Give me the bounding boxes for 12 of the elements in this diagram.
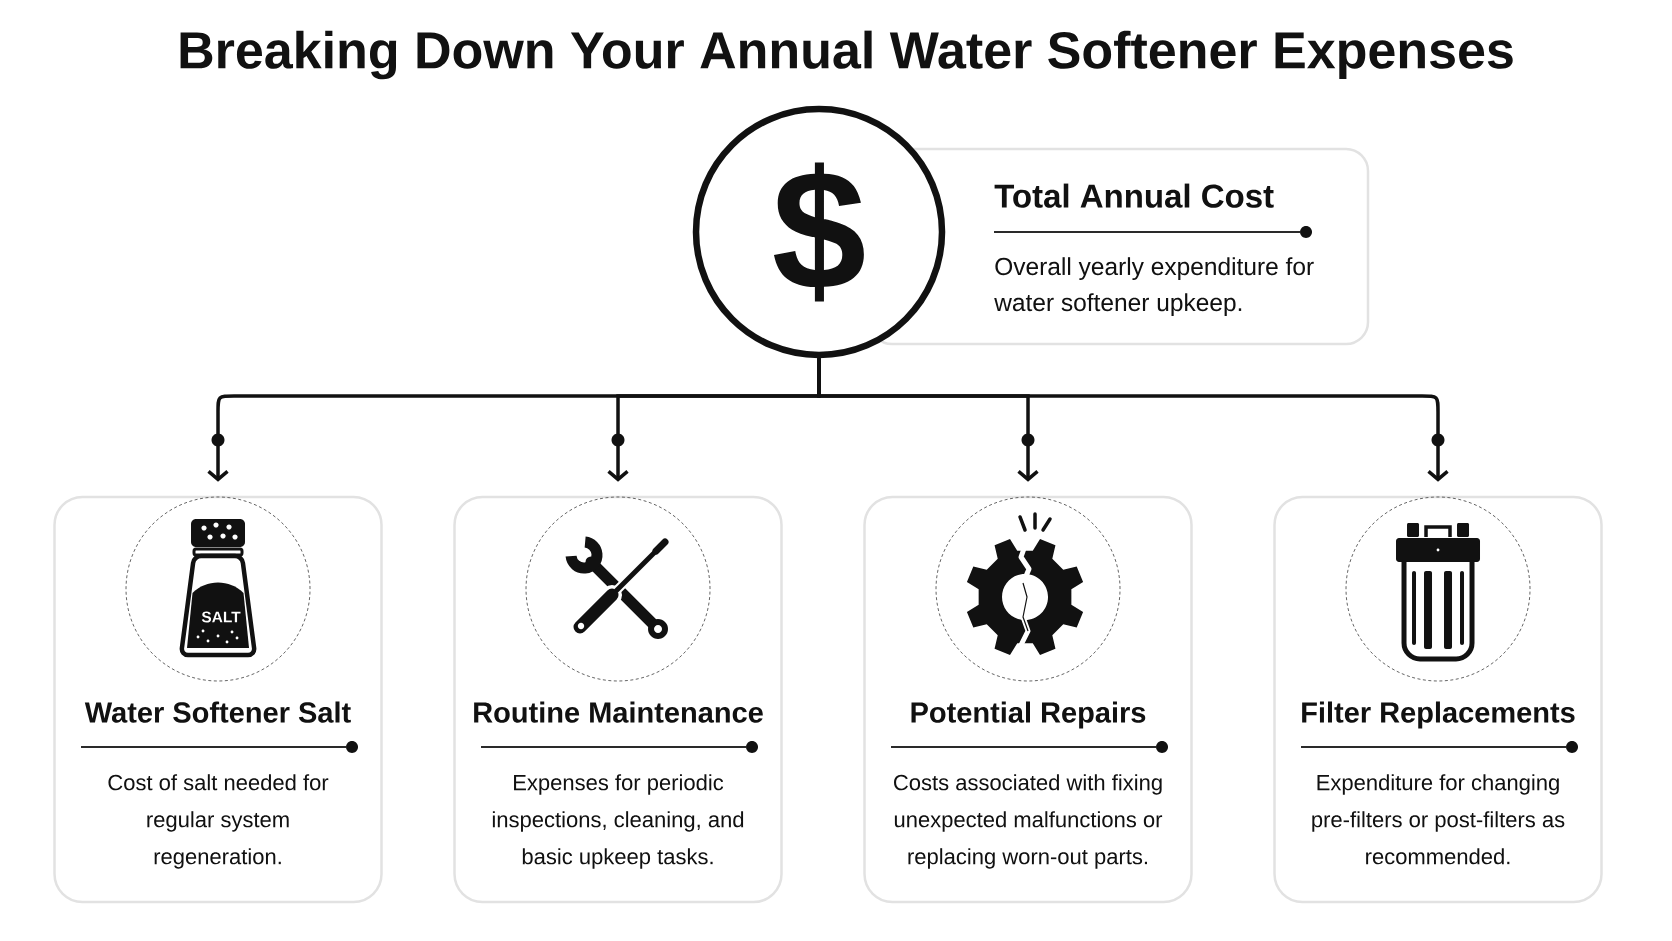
card-heading: Routine Maintenance [474, 701, 763, 723]
card-heading: Water Softener Salt [84, 701, 351, 723]
card-description: Expenses for periodic inspections, cleaning, and basic upkeep tasks. [492, 774, 744, 869]
card-description: Costs associated with fixing unexpected malfunctions or replacing worn-out parts. [894, 774, 1163, 869]
jar-label: SALT [201, 611, 241, 623]
card-heading: Total Annual Cost [994, 183, 1274, 208]
card-description: Overall yearly expenditure for water softener upkeep. [994, 257, 1314, 317]
card-heading: Potential Repairs [911, 701, 1146, 729]
card-description: Expenditure for changing pre-filters or post-filters as recommended. [1312, 774, 1565, 865]
card-heading: Filter Replacements [1302, 701, 1575, 729]
card-description: Cost of salt needed for regular system regeneration. [108, 774, 329, 869]
title: Breaking Down Your Annual Water Softener Expenses [180, 30, 1513, 80]
